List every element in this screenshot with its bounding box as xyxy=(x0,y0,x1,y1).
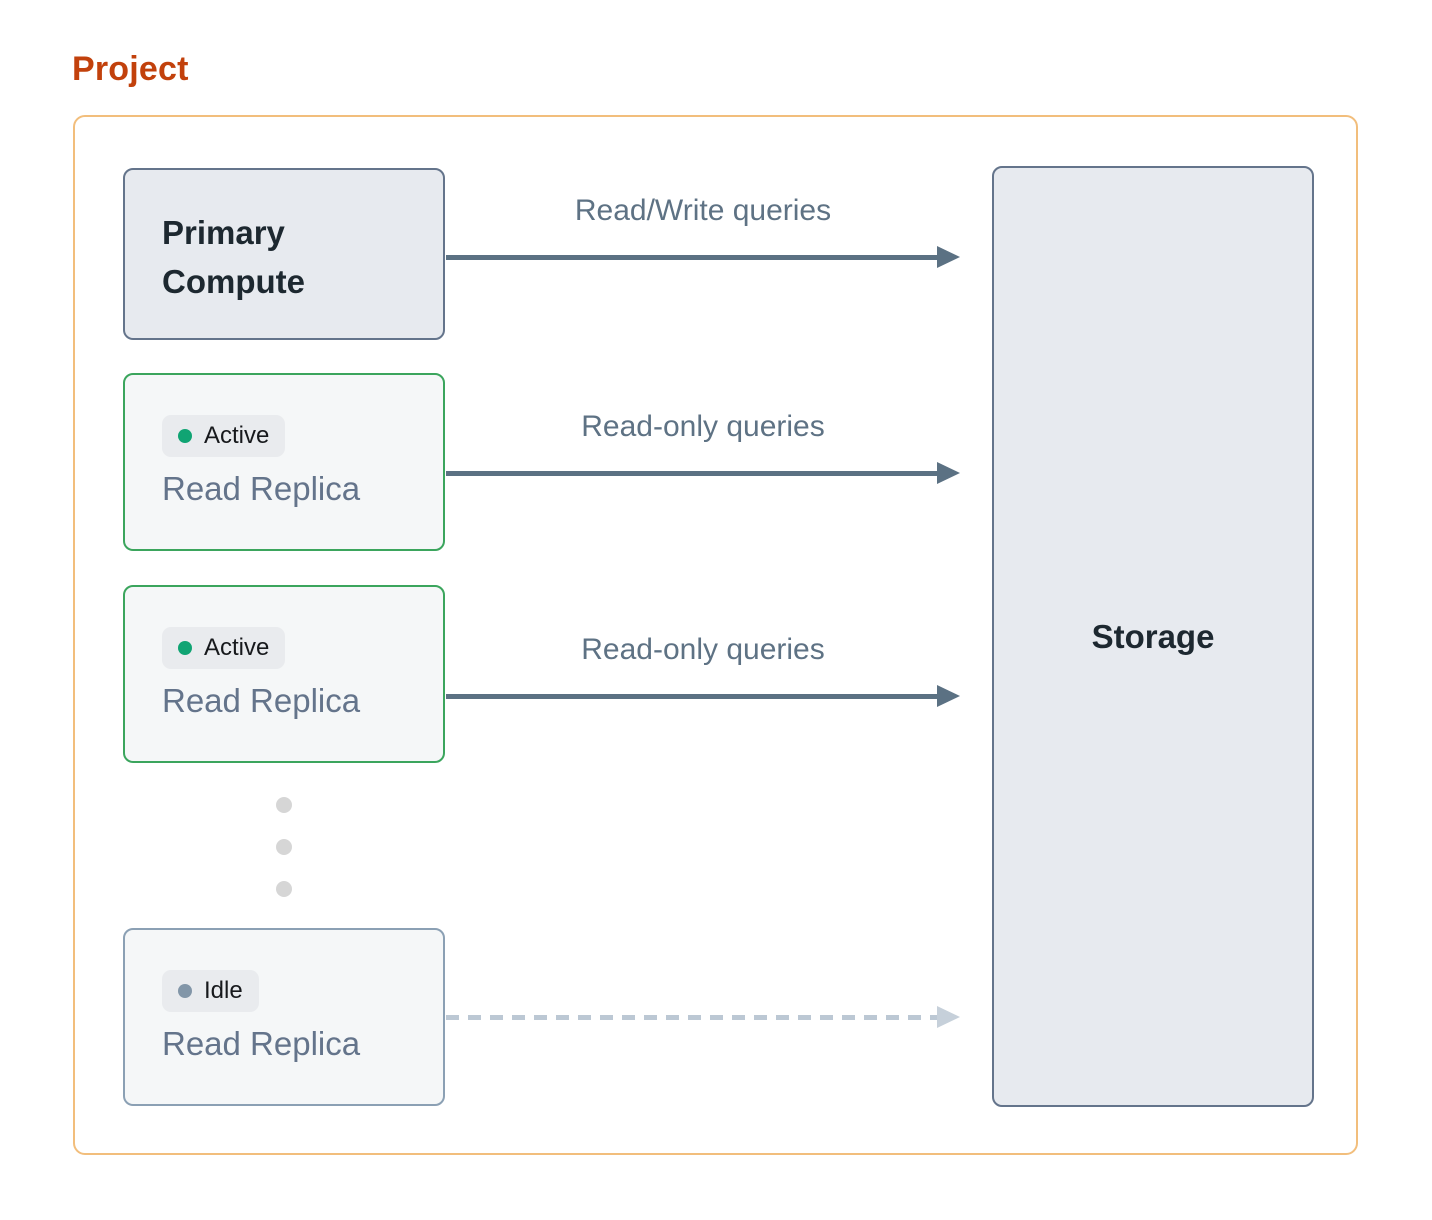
ellipsis-dot-icon xyxy=(276,881,292,897)
edge-label-read-write: Read/Write queries xyxy=(574,194,832,227)
arrow-line xyxy=(446,254,937,260)
active-dot-icon xyxy=(178,641,192,655)
active-dot-icon xyxy=(178,429,192,443)
ellipsis-dot-icon xyxy=(276,839,292,855)
arrow-replica2-to-storage xyxy=(446,685,960,707)
status-badge: Idle xyxy=(162,970,259,1012)
status-badge-label: Active xyxy=(204,422,270,449)
arrow-idle-to-storage-dashed xyxy=(446,1006,960,1028)
arrowhead-icon xyxy=(937,246,960,268)
edge-label-read-only-1: Read-only queries xyxy=(581,410,825,443)
status-badge-label: Active xyxy=(204,634,270,661)
ellipsis-icon xyxy=(276,797,292,897)
read-replica-label: Read Replica xyxy=(162,682,361,719)
arrowhead-icon xyxy=(937,685,960,707)
primary-compute-node: Primary Compute xyxy=(123,168,445,340)
primary-compute-label: Primary Compute xyxy=(162,214,305,300)
idle-dot-icon xyxy=(178,984,192,998)
page-title: Project xyxy=(72,50,189,88)
status-badge-label: Idle xyxy=(204,977,243,1004)
storage-node: Storage xyxy=(992,166,1314,1107)
status-badge: Active xyxy=(162,627,286,669)
read-replica-label: Read Replica xyxy=(162,470,361,507)
arrow-line xyxy=(446,693,937,699)
arrowhead-icon xyxy=(937,462,960,484)
status-badge: Active xyxy=(162,415,286,457)
edge-label-read-only-2: Read-only queries xyxy=(581,633,825,666)
arrow-line xyxy=(446,470,937,476)
ellipsis-dot-icon xyxy=(276,797,292,813)
dashed-arrow-line xyxy=(446,1014,937,1020)
read-replica-node-2: Active Read Replica xyxy=(123,585,445,763)
read-replica-node-1: Active Read Replica xyxy=(123,373,445,551)
arrow-replica1-to-storage xyxy=(446,462,960,484)
storage-label: Storage xyxy=(1091,617,1215,655)
read-replica-label: Read Replica xyxy=(162,1025,361,1062)
arrowhead-icon xyxy=(937,1006,960,1028)
project-container: Primary Compute Active Read Replica Acti… xyxy=(73,115,1358,1155)
arrow-primary-to-storage xyxy=(446,246,960,268)
read-replica-node-idle: Idle Read Replica xyxy=(123,928,445,1106)
